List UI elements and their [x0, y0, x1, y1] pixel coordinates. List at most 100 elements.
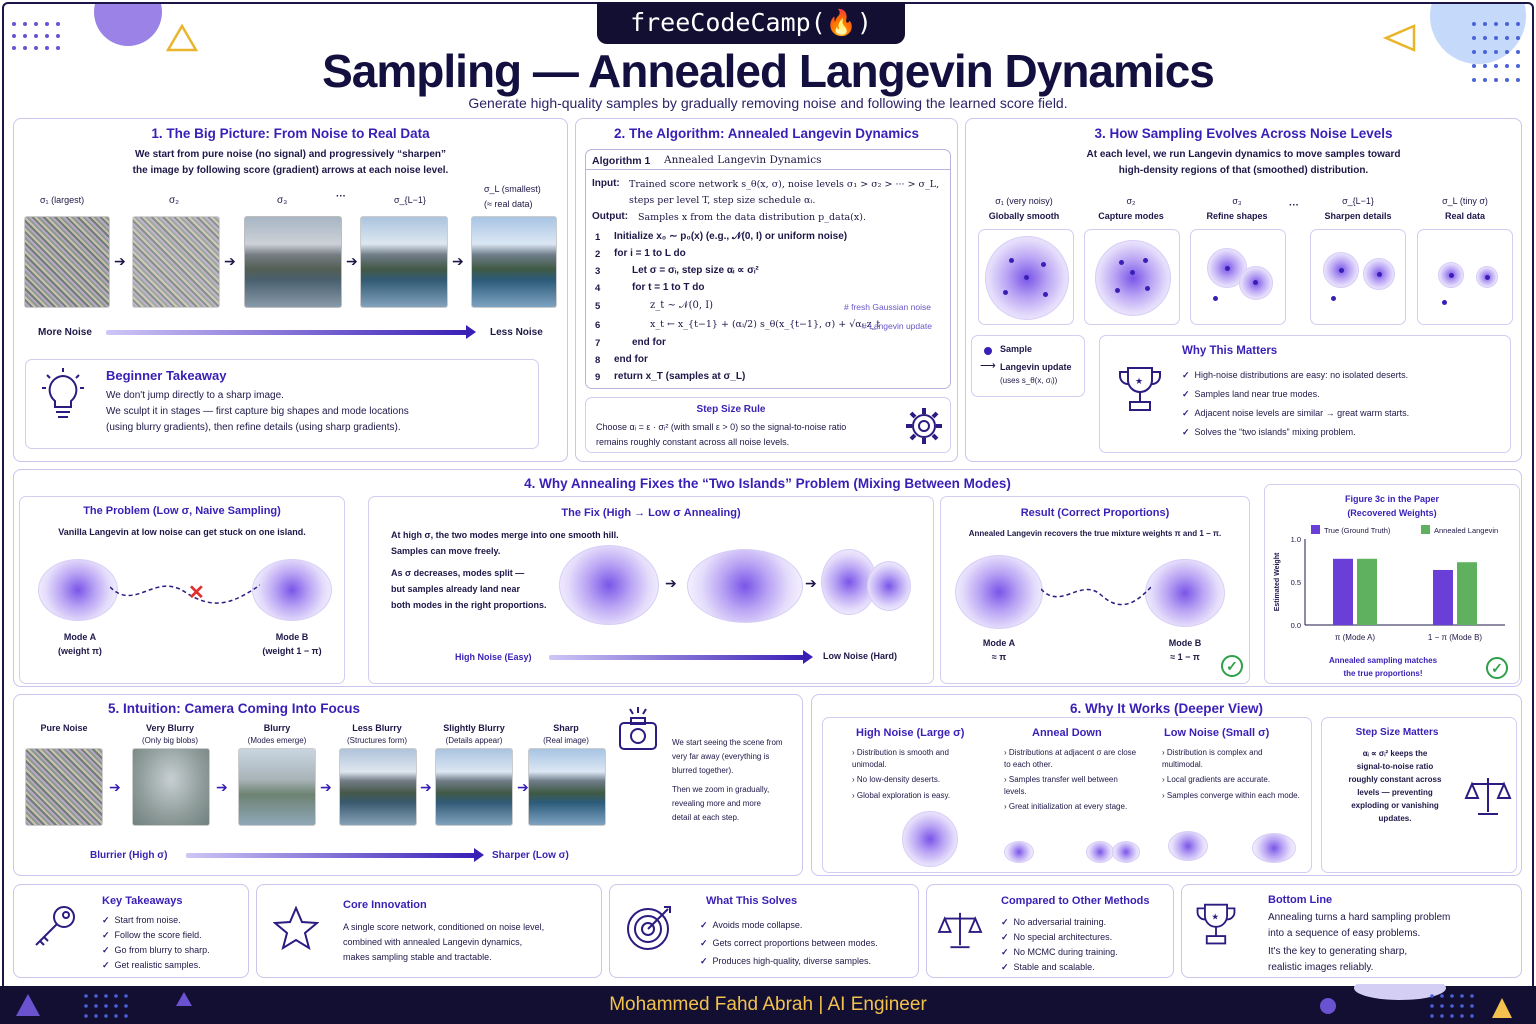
- y-axis-label: Estimated Weight: [1274, 552, 1281, 611]
- column-item: Distributions at adjacent σ are close to…: [1004, 748, 1137, 769]
- code-line: end for: [614, 354, 648, 365]
- problem-desc: Vanilla Langevin at low noise can get st…: [58, 527, 306, 537]
- image-noise-4: [360, 216, 448, 308]
- column-title: Low Noise (Small σ): [1164, 727, 1270, 739]
- card-text: combined with annealed Langevin dynamics…: [343, 937, 523, 947]
- frame-sub: (Modes emerge): [247, 736, 307, 745]
- code-comment: # fresh Gaussian noise: [844, 302, 931, 312]
- arrow-right-icon: ➔: [224, 253, 236, 269]
- card-title: Compared to Other Methods: [1001, 895, 1150, 907]
- decor-footer-right: [1320, 984, 1512, 1018]
- bottom-line-card: ★ Bottom Line Annealing turns a hard sam…: [1181, 884, 1522, 978]
- more-noise-label: More Noise: [38, 327, 92, 338]
- frame-sub: (Only big blobs): [141, 736, 199, 745]
- card-item: Start from noise.: [114, 915, 181, 925]
- arrow-right-icon: ➔: [452, 253, 464, 269]
- svg-text:★: ★: [1211, 911, 1218, 921]
- gear-icon: [906, 408, 942, 444]
- bar: [1457, 562, 1477, 625]
- core-innovation-card: Core Innovation A single score network, …: [256, 884, 602, 978]
- author-footer: Mohammed Fahd Abrah | AI Engineer: [0, 986, 1536, 1024]
- problem-box: The Problem (Low σ, Naive Sampling) Vani…: [19, 496, 345, 684]
- level-label: σ₂: [1126, 196, 1136, 206]
- algorithm-name: Annealed Langevin Dynamics: [664, 154, 822, 166]
- key-takeaways-card: Key Takeaways ✓Start from noise. ✓Follow…: [13, 884, 249, 978]
- result-desc: Annealed Langevin recovers the true mixt…: [968, 529, 1222, 538]
- check-icon: ✓: [1001, 917, 1009, 927]
- level-desc: Refine shapes: [1206, 211, 1268, 221]
- ellipsis: ···: [336, 191, 346, 202]
- fix-text: At high σ, the two modes merge into one …: [391, 530, 619, 540]
- column-item: Distribution is complex and multimodal.: [1162, 748, 1263, 769]
- arrow-right-icon: ➔: [665, 575, 677, 591]
- bar: [1433, 569, 1453, 625]
- card-title: What This Solves: [706, 895, 798, 907]
- noise-direction-arrow: [106, 325, 476, 339]
- takeaway-line: We sculpt it in stages — first capture b…: [106, 406, 409, 417]
- code-line: for i = 1 to L do: [614, 248, 686, 259]
- column-item: Great initialization at every stage.: [1008, 802, 1128, 812]
- frame-sub: (Real image): [543, 736, 589, 745]
- arrow-right-icon: ➔: [216, 779, 228, 795]
- column-item: Samples converge within each mode.: [1166, 790, 1300, 800]
- card-item: Get realistic samples.: [114, 960, 201, 970]
- card-item: No adversarial training.: [1013, 917, 1107, 927]
- level-label: σ_L (tiny σ): [1442, 196, 1488, 206]
- algorithm-head: Algorithm 1: [592, 155, 651, 167]
- column-item: Distribution is smooth and unimodal.: [852, 748, 949, 769]
- y-tick-label: 0.5: [1291, 578, 1301, 587]
- card-item: Avoids mode collapse.: [712, 920, 803, 930]
- check-icon: ✓: [700, 938, 708, 948]
- less-noise-label: Less Noise: [490, 327, 543, 338]
- card-text: makes sampling stable and tractable.: [343, 952, 492, 962]
- page-subtitle: Generate high-quality samples by gradual…: [468, 95, 1068, 111]
- step-matters-text: updates.: [1378, 814, 1412, 823]
- arrow-right-icon: ➔: [346, 253, 358, 269]
- card-text: A single score network, conditioned on n…: [343, 922, 545, 932]
- y-tick-label: 0.0: [1291, 621, 1301, 630]
- focus-text: Then we zoom in gradually,: [672, 785, 770, 794]
- focus-text: blurred together).: [672, 766, 734, 775]
- step-title: Step Size Rule: [696, 404, 766, 415]
- code-line: z_t ∼ 𝒩(0, I): [650, 300, 714, 311]
- level-label: σ_{L−1}: [1342, 196, 1374, 206]
- arrow-right-icon: ➔: [517, 779, 529, 795]
- algorithm-box: Algorithm 1 Annealed Langevin Dynamics I…: [585, 149, 951, 389]
- check-icon: ✓: [1182, 408, 1190, 418]
- panel-noise-levels: 3. How Sampling Evolves Across Noise Lev…: [965, 118, 1522, 462]
- panel-title: 5. Intuition: Camera Coming Into Focus: [107, 701, 360, 716]
- line-number: 6: [595, 320, 601, 331]
- target-icon: [627, 906, 671, 950]
- why-matters-box: ★ Why This Matters ✓High-noise distribut…: [1099, 335, 1511, 453]
- frame-sub: (Structures form): [346, 736, 407, 745]
- result-mode-a: Mode A: [982, 638, 1016, 648]
- card-text: Annealing turns a hard sampling problem: [1268, 912, 1451, 923]
- step-matters-text: exploding or vanishing: [1351, 801, 1439, 810]
- step-matters-title: Step Size Matters: [1355, 727, 1439, 738]
- panel-big-picture: 1. The Big Picture: From Noise to Real D…: [13, 118, 568, 462]
- level-desc: Capture modes: [1098, 211, 1164, 221]
- check-icon: ✓: [1182, 370, 1190, 380]
- why-item: Adjacent noise levels are similar → grea…: [1194, 408, 1410, 418]
- card-item: Produces high-quality, diverse samples.: [712, 956, 871, 966]
- card-text: realistic images reliably.: [1268, 962, 1374, 973]
- mode-a-weight: (weight π): [58, 646, 102, 656]
- card-item: Go from blurry to sharp.: [114, 945, 210, 955]
- check-icon: ✓: [102, 930, 110, 940]
- arrow-right-icon: ➔: [805, 575, 817, 591]
- label-sigma2: σ₂: [169, 195, 180, 206]
- panel-algorithm: 2. The Algorithm: Annealed Langevin Dyna…: [575, 118, 958, 462]
- panel-camera-focus: 5. Intuition: Camera Coming Into Focus P…: [13, 694, 803, 876]
- balance-scale-icon: [937, 912, 983, 949]
- low-noise-label: Low Noise (Hard): [823, 651, 898, 661]
- image-clean: [471, 216, 557, 308]
- column-item: Global exploration is easy.: [856, 790, 951, 800]
- focus-direction-arrow: [186, 848, 484, 862]
- sample-dot-icon: [984, 347, 992, 355]
- level-desc: Sharpen details: [1324, 211, 1392, 221]
- trophy-icon: ★: [1196, 903, 1236, 945]
- mixing-path: [1041, 586, 1151, 606]
- legend-update-sub: (uses s_θ(x, σᵢ)): [1000, 376, 1058, 385]
- panel-title: 3. How Sampling Evolves Across Noise Lev…: [1094, 126, 1393, 141]
- card-title: Core Innovation: [343, 899, 427, 911]
